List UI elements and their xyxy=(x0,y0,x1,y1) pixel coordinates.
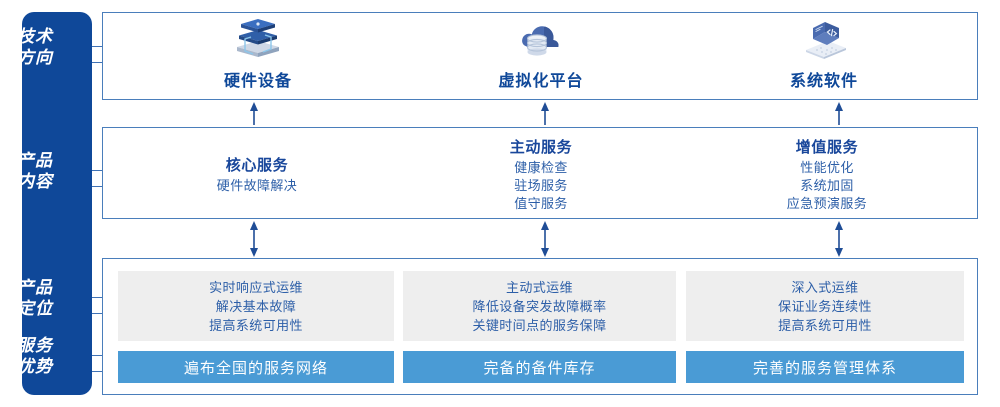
content-item: 健康检查 xyxy=(514,159,568,175)
sidebar-label-line1: 产品 xyxy=(17,151,53,170)
sidebar-label-line1: 产品 xyxy=(17,278,53,297)
tech-label-system-software: 系统软件 xyxy=(789,73,858,90)
content-item: 应急预演服务 xyxy=(786,195,868,211)
sidebar-item-product-position[interactable]: 产品 定位 xyxy=(0,277,70,319)
sidebar-label-line1: 技术 xyxy=(17,27,53,46)
position-card-line: 解决基本故障 xyxy=(215,298,297,314)
arrow-up-hardware xyxy=(247,102,261,125)
position-card-line: 关键时间点的服务保障 xyxy=(472,317,607,333)
sidebar-label-line2: 方向 xyxy=(17,48,53,67)
connector-advantage-2 xyxy=(92,371,104,372)
connector-content-2 xyxy=(92,186,104,187)
product-content-panel: 核心服务 硬件故障解决 主动服务 健康检查 驻场服务 值守服务 增值服务 性能优… xyxy=(102,127,978,219)
content-item: 驻场服务 xyxy=(514,177,568,193)
connector-tech-2 xyxy=(92,62,104,63)
arrow-updown-middle xyxy=(538,221,552,257)
content-title-proactive-service: 主动服务 xyxy=(509,138,573,156)
product-position-advantage-panel: 实时响应式运维 解决基本故障 提高系统可用性 遍布全国的服务网络 主动式运维 降… xyxy=(102,258,978,395)
tech-column-system-software[interactable]: 系统软件 xyxy=(679,17,969,97)
advantage-bar-service-network[interactable]: 遍布全国的服务网络 xyxy=(118,351,394,383)
sidebar-label-line2: 优势 xyxy=(17,357,53,376)
arrow-updown-right xyxy=(832,221,846,257)
content-item: 性能优化 xyxy=(800,159,854,175)
content-item: 系统加固 xyxy=(800,177,854,193)
content-title-value-added-service: 增值服务 xyxy=(795,138,859,156)
laptop-code-icon xyxy=(797,17,851,65)
position-card-realtime[interactable]: 实时响应式运维 解决基本故障 提高系统可用性 xyxy=(118,271,394,341)
advantage-bar-spare-parts[interactable]: 完备的备件库存 xyxy=(403,351,676,383)
server-stack-icon xyxy=(231,17,285,65)
sidebar-panel xyxy=(22,12,92,395)
sidebar-label-line2: 定位 xyxy=(17,299,53,318)
sidebar-item-tech-direction[interactable]: 技术 方向 xyxy=(0,26,70,68)
connector-position-1 xyxy=(92,297,104,298)
position-card-proactive[interactable]: 主动式运维 降低设备突发故障概率 关键时间点的服务保障 xyxy=(403,271,676,341)
arrow-up-system-software xyxy=(832,102,846,125)
position-card-line: 实时响应式运维 xyxy=(209,279,303,295)
position-card-line: 保证业务连续性 xyxy=(778,298,872,314)
position-card-line: 提高系统可用性 xyxy=(778,317,872,333)
tech-column-hardware[interactable]: 硬件设备 xyxy=(113,17,403,97)
sidebar-label-line2: 内容 xyxy=(17,172,53,191)
tech-label-hardware: 硬件设备 xyxy=(223,73,292,90)
connector-tech-1 xyxy=(92,46,104,47)
tech-direction-panel: 硬件设备 虚拟化平台 xyxy=(102,12,978,100)
content-title-core-service: 核心服务 xyxy=(225,156,289,174)
cloud-database-icon xyxy=(514,17,568,65)
tech-label-virtualization: 虚拟化平台 xyxy=(498,73,584,90)
content-column-core-service[interactable]: 核心服务 硬件故障解决 xyxy=(111,128,403,220)
arrow-up-virtualization xyxy=(538,102,552,125)
arrow-updown-left xyxy=(247,221,261,257)
tech-column-virtualization[interactable]: 虚拟化平台 xyxy=(396,17,686,97)
sidebar-item-service-advantage[interactable]: 服务 优势 xyxy=(0,335,70,377)
connector-content-1 xyxy=(92,170,104,171)
position-card-line: 主动式运维 xyxy=(505,279,573,295)
connector-advantage-1 xyxy=(92,355,104,356)
position-card-deep[interactable]: 深入式运维 保证业务连续性 提高系统可用性 xyxy=(686,271,964,341)
position-card-line: 提高系统可用性 xyxy=(209,317,303,333)
content-column-value-added-service[interactable]: 增值服务 性能优化 系统加固 应急预演服务 xyxy=(681,128,973,220)
connector-position-2 xyxy=(92,313,104,314)
sidebar-label-line1: 服务 xyxy=(17,336,53,355)
position-card-line: 深入式运维 xyxy=(791,279,859,295)
sidebar-item-product-content[interactable]: 产品 内容 xyxy=(0,150,70,192)
content-item: 硬件故障解决 xyxy=(216,177,298,193)
advantage-bar-management-system[interactable]: 完善的服务管理体系 xyxy=(686,351,964,383)
content-item: 值守服务 xyxy=(514,195,568,211)
content-column-proactive-service[interactable]: 主动服务 健康检查 驻场服务 值守服务 xyxy=(395,128,687,220)
position-card-line: 降低设备突发故障概率 xyxy=(472,298,607,314)
